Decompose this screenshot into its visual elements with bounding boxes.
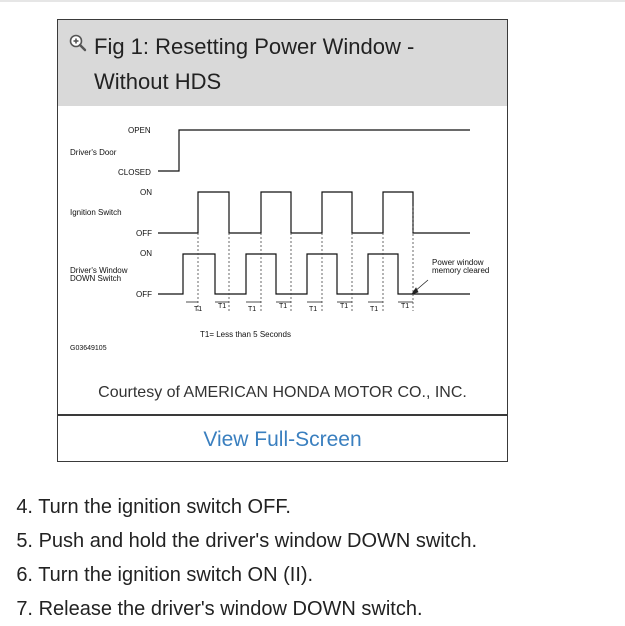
t1-label: T1 (309, 306, 317, 313)
t1-label: T1 (194, 306, 202, 313)
window-off-label: OFF (136, 290, 152, 299)
figure-courtesy: Courtesy of AMERICAN HONDA MOTOR CO., IN… (98, 384, 467, 401)
window-on-label: ON (140, 249, 152, 258)
door-label: Driver's Door (70, 148, 117, 157)
ignition-on-label: ON (140, 188, 152, 197)
memory-note-line1: Power window (432, 258, 484, 267)
step-text: Turn the ignition switch OFF. (38, 496, 291, 518)
door-open-label: OPEN (128, 126, 151, 135)
memory-note-arrowhead (411, 287, 419, 295)
step-text: Push and hold the driver's window DOWN s… (38, 530, 477, 552)
window-waveform (158, 253, 470, 295)
window-label-line2: DOWN Switch (70, 274, 121, 283)
step-number: 5. (16, 530, 33, 552)
door-closed-label: CLOSED (118, 168, 151, 177)
door-waveform (158, 129, 470, 172)
step-number: 4. (16, 496, 33, 518)
window-label-line1: Driver's Window (70, 266, 128, 275)
step-number: 6. (16, 564, 33, 586)
figure-divider (58, 414, 507, 416)
figure-card: Fig 1: Resetting Power Window - Without … (57, 19, 508, 462)
memory-note-line2: memory cleared (432, 266, 489, 275)
t1-legend: T1= Less than 5 Seconds (200, 330, 291, 339)
timing-diagram: OPEN Driver's Door CLOSED ON Ignition Sw… (70, 126, 489, 352)
ignition-label: Ignition Switch (70, 208, 122, 217)
figure-title: Fig 1: Resetting Power Window - Without … (94, 34, 415, 94)
steps-list: 4. Turn the ignition switch OFF. 5. Push… (0, 490, 477, 626)
t1-label: T1 (218, 303, 226, 310)
step-item: 4. Turn the ignition switch OFF. (0, 490, 477, 524)
ignition-off-label: OFF (136, 229, 152, 238)
figure-header: Fig 1: Resetting Power Window - Without … (58, 20, 507, 106)
step-item: 6. Turn the ignition switch ON (II). (0, 558, 477, 592)
t1-label: T1 (340, 303, 348, 310)
figure-code: G03649105 (70, 345, 107, 352)
step-item: 5. Push and hold the driver's window DOW… (0, 524, 477, 558)
t1-label: T1 (370, 306, 378, 313)
step-text: Release the driver's window DOWN switch. (38, 598, 423, 620)
view-fullscreen-link[interactable]: View Full-Screen (203, 428, 362, 451)
step-item: 7. Release the driver's window DOWN swit… (0, 592, 477, 626)
top-divider (0, 0, 625, 2)
zoom-in-icon[interactable] (68, 33, 88, 53)
step-number: 7. (16, 598, 33, 620)
ignition-waveform (158, 191, 470, 234)
t1-label: T1 (401, 303, 409, 310)
t1-label: T1 (279, 303, 287, 310)
step-text: Turn the ignition switch ON (II). (38, 564, 314, 586)
t1-label: T1 (248, 306, 256, 313)
